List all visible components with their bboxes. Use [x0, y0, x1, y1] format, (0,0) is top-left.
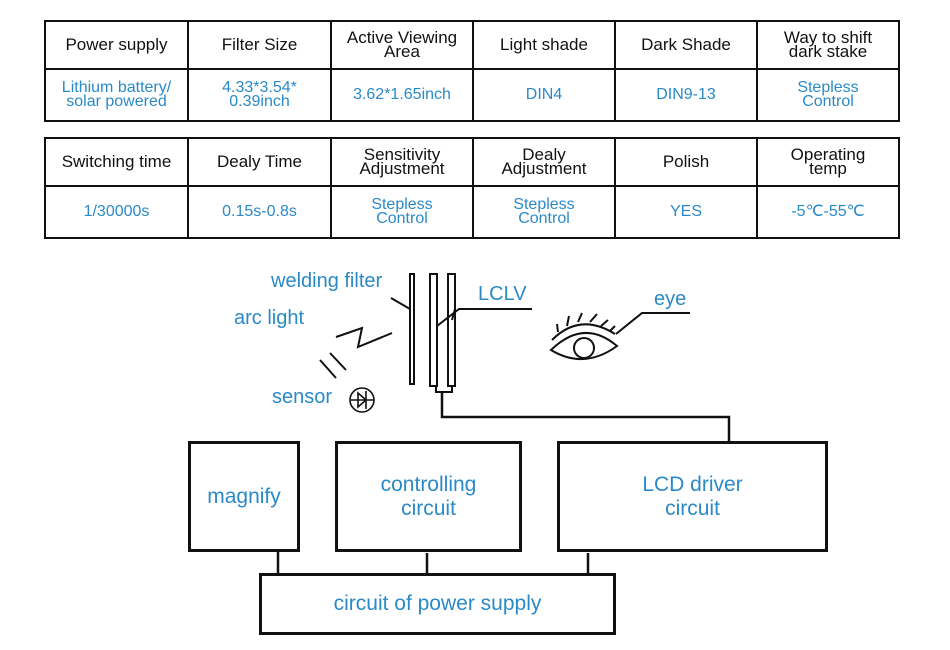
header-text: Power supply: [65, 35, 168, 54]
lcd-driver-text: circuit: [665, 496, 720, 520]
header-text: Adjustment: [359, 159, 445, 178]
header-text: Filter Size: [221, 35, 298, 54]
value-power-supply: Lithium battery/solar powered: [44, 68, 189, 122]
value-text: 4.33*3.54*: [222, 79, 297, 96]
header-text: Dealy Time: [216, 152, 303, 171]
value-filter-size: 4.33*3.54*0.39inch: [187, 68, 332, 122]
lclv-leader-tick: [451, 308, 456, 321]
power-supply-text: circuit of power supply: [333, 592, 542, 615]
value-text: YES: [669, 203, 702, 220]
value-text: Lithium battery/: [61, 79, 172, 96]
value-text: 3.62*1.65inch: [353, 86, 451, 103]
value-text: Stepless: [371, 196, 433, 213]
header-switching-time: Switching time: [44, 137, 189, 187]
table-row: Lithium battery/solar powered 4.33*3.54*…: [44, 68, 900, 122]
lclv-label: LCLV: [478, 283, 527, 305]
sensor-diode-icon: [349, 387, 375, 413]
header-text: Dark Shade: [641, 35, 731, 54]
value-text: DIN9-13: [656, 86, 716, 103]
welding-filter-leader: [390, 297, 411, 310]
header-text: Operating: [790, 145, 866, 164]
header-text: Light shade: [500, 35, 588, 54]
header-text: Active Viewing: [346, 28, 458, 47]
magnify-box: magnify: [188, 441, 300, 552]
header-text: temp: [809, 159, 847, 178]
header-text: Adjustment: [501, 159, 587, 178]
header-text: Way to shift: [783, 28, 873, 47]
header-dark-shade: Dark Shade: [614, 20, 758, 70]
lcd-driver-text: LCD driver: [642, 472, 743, 496]
header-text: Sensitivity: [363, 145, 441, 164]
value-switching-time: 1/30000s: [44, 185, 189, 239]
arc-light-zigzag: [335, 326, 393, 349]
lclv-leader: [436, 308, 532, 327]
value-active-viewing-area: 3.62*1.65inch: [330, 68, 474, 122]
header-light-shade: Light shade: [472, 20, 616, 70]
eye-label: eye: [654, 288, 687, 310]
header-text: dark stake: [788, 42, 868, 61]
header-power-supply: Power supply: [44, 20, 189, 70]
controlling-text: circuit: [401, 496, 456, 520]
value-text: solar powered: [66, 93, 167, 110]
value-text: Stepless: [513, 196, 575, 213]
header-text: Area: [384, 42, 420, 61]
value-operating-temp: -5℃-55℃: [756, 185, 900, 239]
value-text: Control: [376, 210, 428, 227]
sensor-beam-line: [319, 359, 337, 379]
lclv-to-lcd-wire: [440, 392, 731, 441]
header-text: Switching time: [61, 152, 172, 171]
lclv-plate-right: [447, 273, 456, 387]
value-text: Control: [518, 210, 570, 227]
header-filter-size: Filter Size: [187, 20, 332, 70]
controlling-text: controlling: [380, 472, 477, 496]
welding-filter-label: welding filter: [271, 270, 383, 292]
value-text: Stepless: [797, 79, 859, 96]
welding-filter-plate: [409, 273, 415, 385]
lclv-plate-left: [429, 273, 438, 387]
header-text: Dealy: [522, 145, 566, 164]
value-dark-shade: DIN9-13: [614, 68, 758, 122]
value-text: 0.39inch: [229, 93, 290, 110]
sensor-beam-line: [329, 352, 347, 371]
lclv-base: [435, 386, 453, 393]
value-text: 1/30000s: [83, 203, 150, 220]
value-light-shade: DIN4: [472, 68, 616, 122]
power-supply-circuit-box: circuit of power supply: [259, 573, 616, 635]
magnify-text: magnify: [207, 484, 281, 508]
header-dealy-time: Dealy Time: [187, 137, 332, 187]
value-polish: YES: [614, 185, 758, 239]
value-text: 0.15s-0.8s: [222, 203, 297, 220]
value-dealy-time: 0.15s-0.8s: [187, 185, 332, 239]
sensor-label: sensor: [272, 386, 333, 408]
value-text: Control: [802, 93, 854, 110]
header-polish: Polish: [614, 137, 758, 187]
eye-icon: [549, 312, 690, 361]
arc-light-label: arc light: [234, 307, 305, 329]
value-text: DIN4: [525, 86, 563, 103]
header-text: Polish: [662, 152, 710, 171]
value-text: -5℃-55℃: [791, 203, 865, 220]
